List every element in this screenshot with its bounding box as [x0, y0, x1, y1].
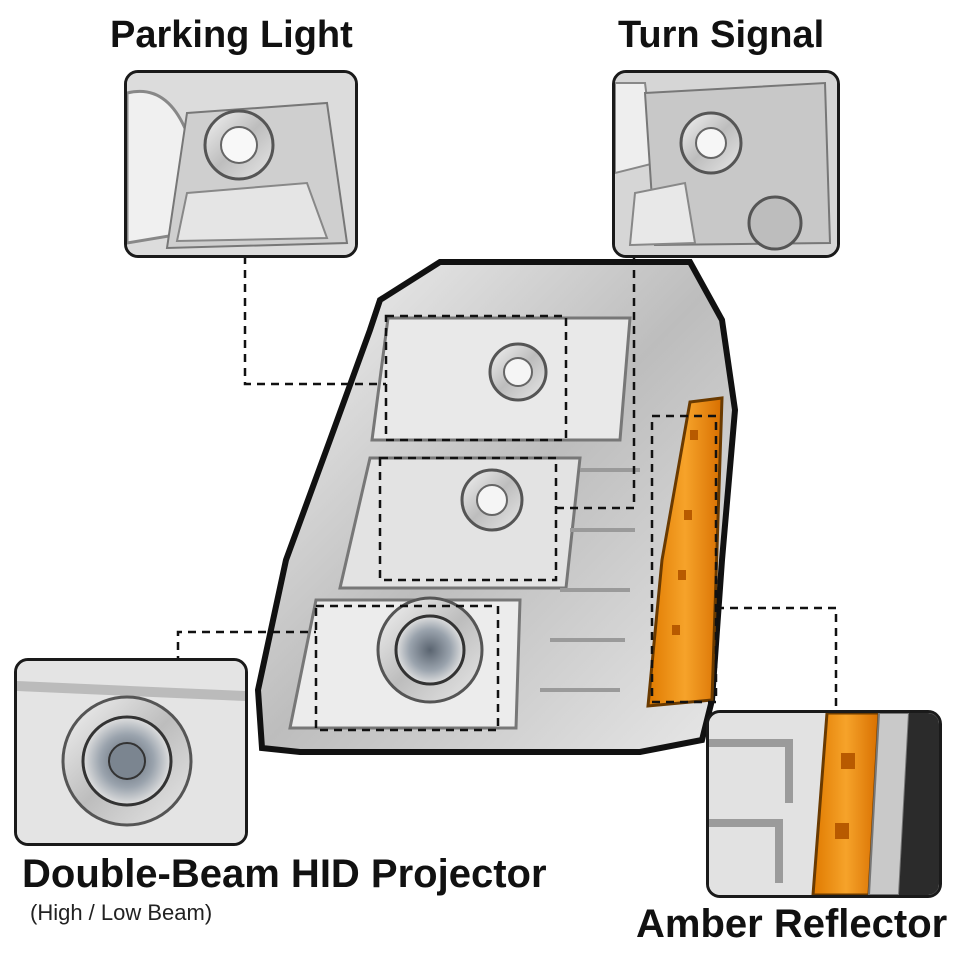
turn-signal-closeup: [612, 70, 840, 258]
parking-light-label: Parking Light: [110, 14, 353, 56]
projector-leader-line: [176, 630, 316, 664]
amber-callout-box: [650, 414, 718, 704]
turn-signal-label: Turn Signal: [618, 14, 825, 56]
projector-callout-box: [314, 604, 500, 732]
hid-projector-sublabel: (High / Low Beam): [30, 900, 213, 925]
hid-projector-label: Double-Beam HID Projector: [22, 852, 547, 896]
amber-reflector-label: Amber Reflector: [636, 902, 948, 946]
turn-signal-bay: [338, 456, 582, 590]
parking-light-closeup: [124, 70, 358, 258]
turn-callout-box: [378, 456, 558, 582]
turn-leader-line: [556, 256, 636, 510]
amber-reflector-closeup: [706, 710, 942, 898]
parking-leader-line: [243, 256, 386, 386]
parking-callout-box: [384, 314, 568, 442]
hid-projector-closeup: [14, 658, 248, 846]
amber-leader-line: [716, 606, 838, 712]
